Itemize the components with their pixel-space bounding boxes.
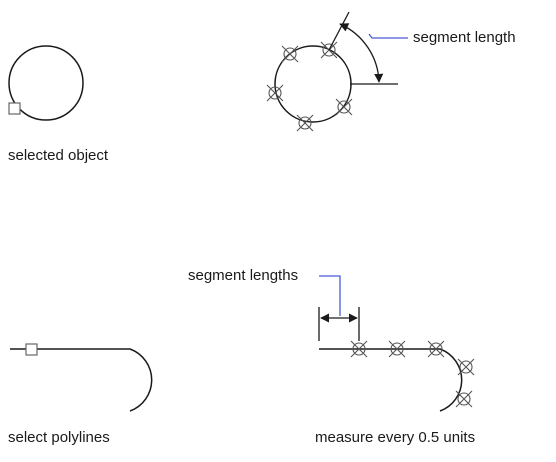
- measure-every-label: measure every 0.5 units: [315, 429, 476, 446]
- selected-object-label: selected object: [8, 147, 109, 164]
- point-marker: [455, 390, 473, 408]
- extension-line-radial: [328, 11, 350, 51]
- measured-polyline-path: [319, 348, 463, 412]
- select-polylines-label: select polylines: [8, 429, 110, 446]
- point-marker: [350, 340, 368, 358]
- point-markers: [350, 340, 475, 408]
- grip-square: [25, 343, 38, 356]
- polyline-path: [10, 348, 153, 412]
- point-marker: [457, 358, 475, 376]
- segment-length-arc: [339, 23, 384, 83]
- point-marker: [427, 340, 445, 358]
- selected-circle: [8, 45, 84, 121]
- point-marker: [266, 84, 284, 102]
- point-markers: [266, 41, 353, 132]
- point-marker: [335, 98, 353, 116]
- segment-lengths-label: segment lengths: [188, 267, 299, 284]
- measured-polyline-figure: [318, 275, 475, 412]
- point-marker: [388, 340, 406, 358]
- grip-square: [8, 102, 21, 115]
- segment-length-leader: [368, 33, 408, 39]
- segment-length-label: segment length: [413, 29, 516, 46]
- segment-lengths-leader: [319, 275, 341, 316]
- point-marker: [281, 45, 299, 63]
- measured-circle-figure: [266, 11, 408, 132]
- point-marker: [296, 114, 314, 132]
- selected-object-figure: [8, 45, 84, 121]
- select-polylines-figure: [10, 343, 153, 412]
